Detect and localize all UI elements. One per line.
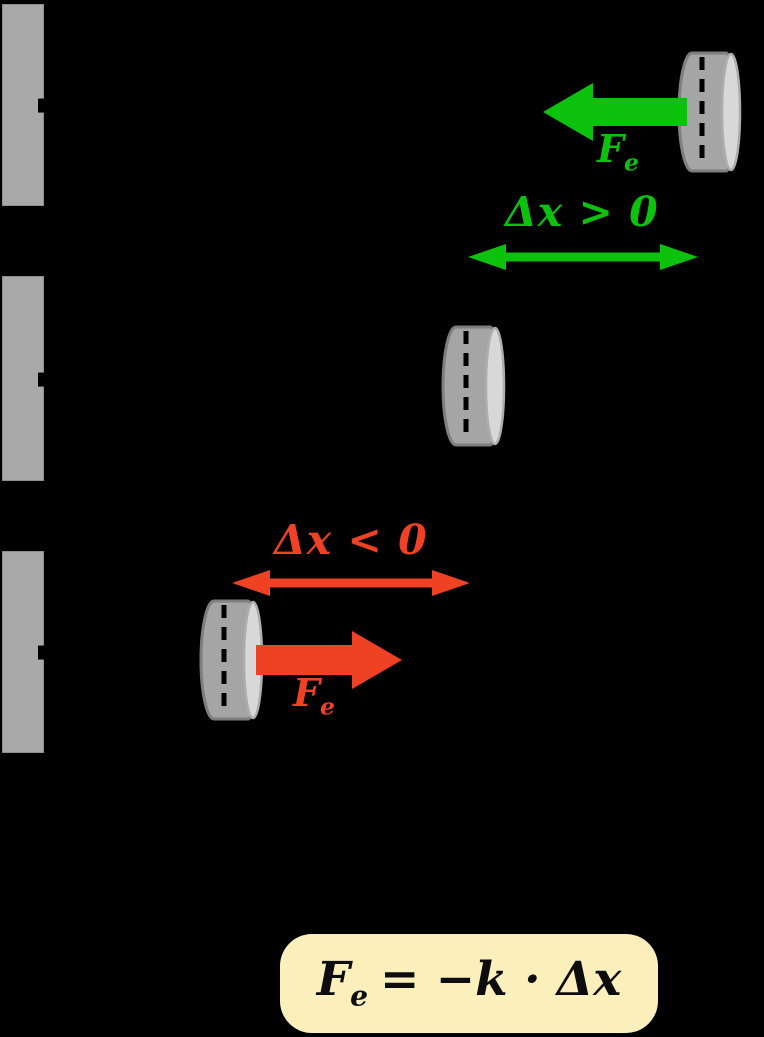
spring-anchor-notch-icon [38, 98, 47, 113]
displacement-range-arrow-stretched-icon [468, 244, 698, 270]
force-label-stretched: Fe [597, 130, 639, 175]
displacement-label-stretched: Δx > 0 [505, 188, 659, 236]
arrow-shape [256, 631, 402, 689]
force-subscript: e [319, 692, 335, 721]
cylinder-face [484, 326, 506, 446]
displacement-range-arrow-compressed-icon [232, 570, 470, 596]
mass-cylinder-stretched [677, 51, 742, 173]
formula-symbol: F [316, 952, 351, 1008]
cylinder-face [720, 52, 742, 172]
formula-expression: = −k · Δx [380, 952, 622, 1008]
spring-anchor-notch-icon [38, 645, 47, 660]
force-subscript: e [623, 148, 639, 177]
mass-cylinder-compressed [199, 599, 264, 721]
double-arrow-shape [468, 244, 698, 270]
restoring-force-arrow-right-icon [256, 631, 402, 689]
formula-subscript: e [350, 979, 369, 1013]
spring-anchor-notch-icon [38, 372, 47, 387]
fixed-wall-middle [2, 276, 47, 481]
restoring-force-arrow-left-icon [543, 83, 687, 141]
fixed-wall-top [2, 4, 47, 206]
hooke-law-formula: Fe= −k · Δx [317, 956, 622, 1011]
arrow-shape [543, 83, 687, 141]
force-label-compressed: Fe [293, 674, 335, 719]
displacement-label-compressed: Δx < 0 [274, 516, 428, 564]
double-arrow-shape [232, 570, 470, 596]
fixed-wall-bottom [2, 551, 47, 753]
force-symbol: F [293, 670, 320, 715]
mass-cylinder-equilibrium [441, 325, 506, 447]
force-symbol: F [597, 126, 624, 171]
hooke-law-formula-box: Fe = −k · Δx [280, 934, 658, 1033]
